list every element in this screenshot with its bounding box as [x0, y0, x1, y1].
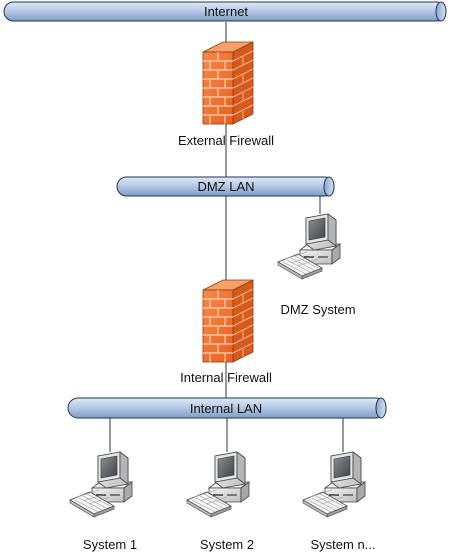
dmz-system: DMZ System — [277, 213, 356, 317]
internet-label: Internet — [204, 4, 248, 19]
internal-firewall: Internal Firewall — [180, 279, 272, 385]
system-2-label: System 2 — [200, 537, 254, 552]
dmz-system-label: DMZ System — [280, 302, 355, 317]
system-1-label: System 1 — [83, 537, 137, 552]
system-n: System n... — [302, 451, 376, 552]
workstation-icon — [186, 451, 250, 518]
dmz-lan-bus: DMZ LAN — [116, 176, 335, 197]
external-firewall-label: External Firewall — [178, 133, 274, 148]
system-2: System 2 — [186, 451, 254, 552]
internal-lan-label: Internal LAN — [190, 401, 262, 416]
workstation-icon — [69, 451, 133, 518]
workstation-icon — [302, 451, 366, 518]
internal-lan-bus: Internal LAN — [67, 397, 387, 419]
firewall-icon — [202, 41, 254, 125]
workstation-icon — [277, 213, 341, 280]
internal-firewall-label: Internal Firewall — [180, 370, 272, 385]
external-firewall: External Firewall — [178, 41, 274, 148]
system-1: System 1 — [69, 451, 137, 552]
internet-bus: Internet — [3, 1, 447, 22]
firewall-icon — [202, 279, 254, 363]
system-n-label: System n... — [310, 537, 375, 552]
dmz-lan-label: DMZ LAN — [197, 179, 254, 194]
